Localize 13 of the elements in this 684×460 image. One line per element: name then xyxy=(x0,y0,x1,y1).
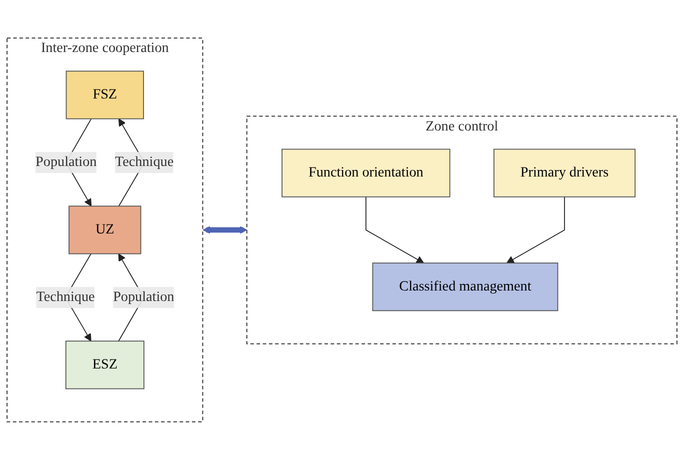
node-box: ESZ xyxy=(65,340,144,390)
node-box: Primary drivers xyxy=(494,148,636,198)
node-box: UZ xyxy=(68,206,142,254)
edge-label: Population xyxy=(36,154,97,170)
edge-label: Technique xyxy=(36,290,95,305)
node-box: Function orientation xyxy=(282,148,450,198)
arrow xyxy=(365,196,424,264)
arrow xyxy=(506,196,565,264)
arrow xyxy=(202,226,248,234)
node-box: Classified management xyxy=(372,262,558,312)
edge-label: Population xyxy=(113,290,174,305)
edge-label: Technique xyxy=(115,154,174,170)
node-box: FSZ xyxy=(66,70,144,120)
